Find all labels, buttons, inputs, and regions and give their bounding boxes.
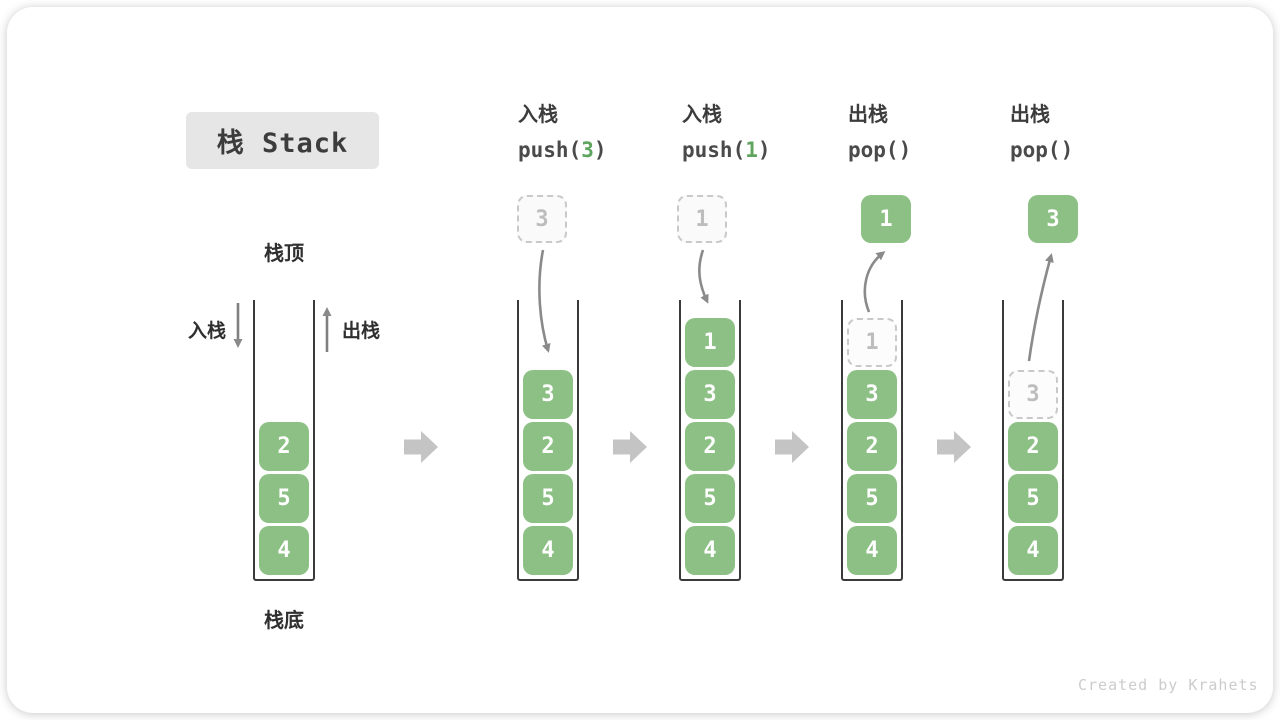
stack-block: 4 — [1008, 526, 1058, 575]
pop-direction-label: 出栈 — [342, 321, 381, 342]
stack-block: 5 — [523, 474, 573, 523]
op-name: 出栈 — [1010, 104, 1050, 126]
stack-block: 5 — [847, 474, 897, 523]
stack-block: 3 — [685, 370, 735, 419]
stack-block: 5 — [1008, 474, 1058, 523]
stack-block: 2 — [685, 422, 735, 471]
op-code: pop() — [848, 140, 1018, 161]
stack-slot-ghost: 1 — [847, 318, 897, 367]
stack-block: 3 — [523, 370, 573, 419]
code-close: ) — [1060, 138, 1074, 162]
code-arg: 3 — [581, 138, 594, 162]
stack-block: 5 — [685, 474, 735, 523]
op-label-push-3: 入栈 push(3) — [518, 105, 688, 161]
push-direction-label: 入栈 — [187, 321, 226, 342]
stack-block: 5 — [259, 474, 309, 523]
stack-block: 2 — [1008, 422, 1058, 471]
stack-block: 4 — [259, 526, 309, 575]
op-name: 入栈 — [518, 104, 558, 126]
op-code: push(3) — [518, 140, 688, 161]
stack-slot-ghost: 3 — [1008, 370, 1058, 419]
stack-block: 2 — [523, 422, 573, 471]
op-label-pop-1: 出栈 pop() — [848, 105, 1018, 161]
code-close: ) — [593, 138, 607, 162]
op-name: 出栈 — [848, 104, 888, 126]
op-code: push(1) — [682, 140, 852, 161]
code-pre: pop( — [848, 138, 899, 162]
op-label-push-1: 入栈 push(1) — [682, 105, 852, 161]
op-code: pop() — [1010, 140, 1180, 161]
stack-block: 1 — [685, 318, 735, 367]
stack-block: 4 — [523, 526, 573, 575]
code-pre: push( — [682, 138, 746, 162]
popped-value-box: 1 — [861, 195, 911, 243]
title-text: 栈 Stack — [216, 128, 349, 159]
code-arg: 1 — [745, 138, 758, 162]
stack-bottom-label: 栈底 — [264, 610, 304, 632]
code-pre: pop( — [1010, 138, 1061, 162]
op-label-pop-2: 出栈 pop() — [1010, 105, 1180, 161]
watermark: Created by Krahets — [1078, 676, 1259, 694]
stack-block: 2 — [847, 422, 897, 471]
popped-value-box: 3 — [1028, 195, 1078, 243]
stack-block: 2 — [259, 422, 309, 471]
code-close: ) — [898, 138, 912, 162]
stack-top-label: 栈顶 — [264, 243, 304, 265]
incoming-value-box: 1 — [677, 195, 727, 243]
stack-block: 3 — [847, 370, 897, 419]
stack-block: 4 — [685, 526, 735, 575]
op-name: 入栈 — [682, 104, 722, 126]
incoming-value-box: 3 — [517, 195, 567, 243]
title-box: 栈 Stack — [186, 112, 379, 169]
stack-block: 4 — [847, 526, 897, 575]
code-close: ) — [757, 138, 771, 162]
code-pre: push( — [518, 138, 582, 162]
